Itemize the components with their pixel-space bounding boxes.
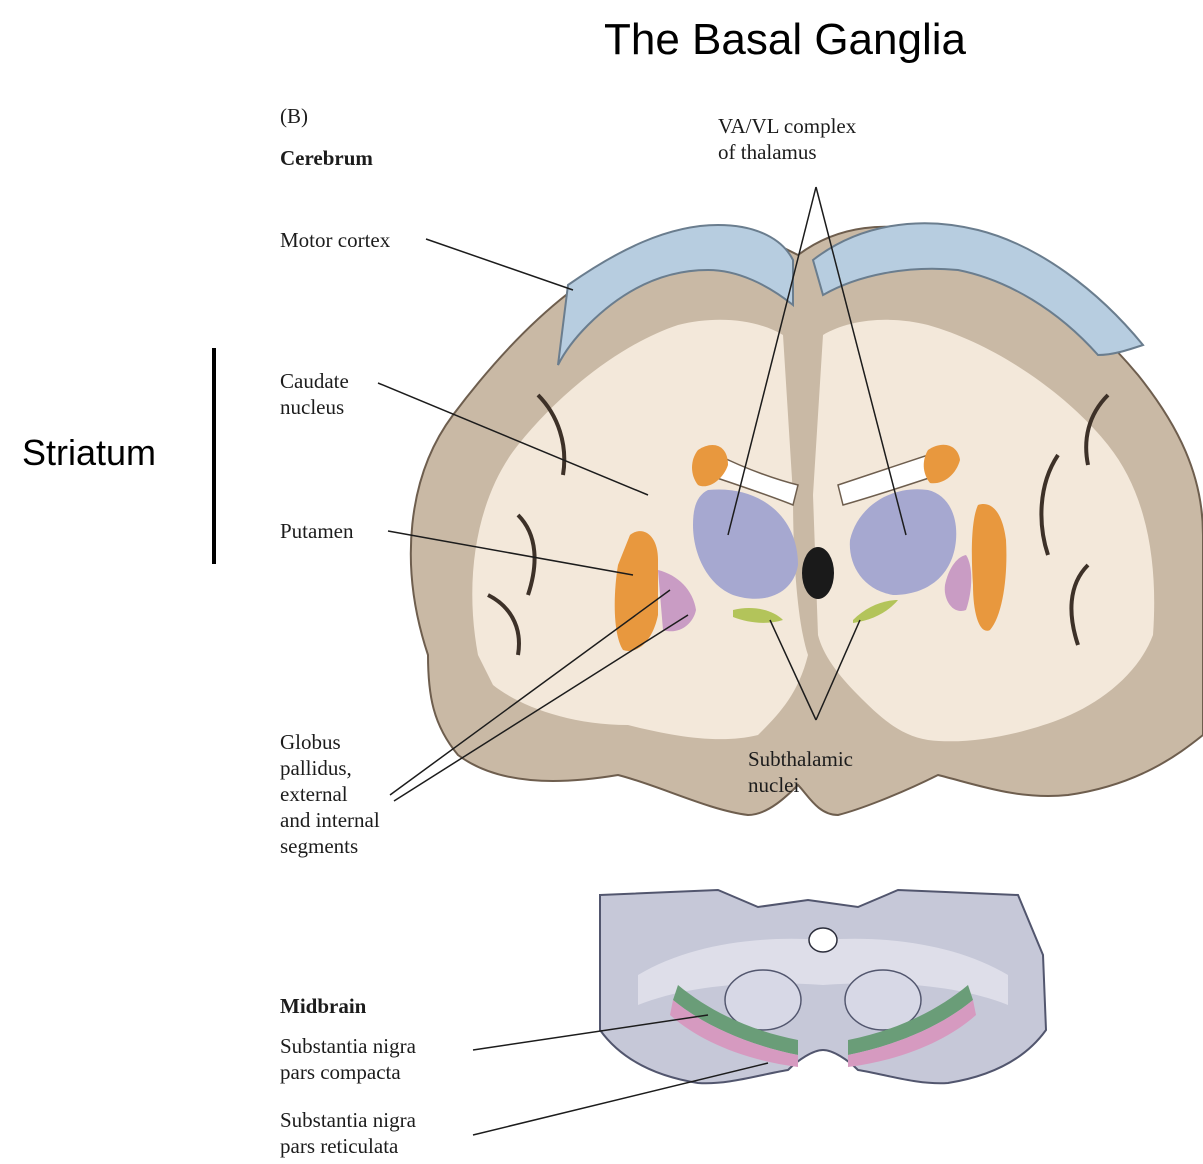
aqueduct [809, 928, 837, 952]
globus-pallidus-label: Globus pallidus, external and internal s… [280, 729, 380, 859]
nigra-compacta-label: Substantia nigra pars compacta [280, 1033, 416, 1085]
coronal-section [411, 223, 1203, 815]
midbrain-section [600, 890, 1046, 1083]
third-ventricle [802, 547, 834, 599]
caudate-label: Caudate nucleus [280, 368, 349, 420]
va-vl-label: VA/VL complex of thalamus [718, 113, 856, 165]
page-title: The Basal Ganglia [0, 12, 1203, 68]
nigra-reticulata-label: Substantia nigra pars reticulata [280, 1107, 416, 1159]
striatum-bracket [212, 348, 216, 564]
midbrain-heading: Midbrain [280, 993, 366, 1019]
motor-cortex-label: Motor cortex [280, 227, 390, 253]
panel-letter: (B) [280, 103, 308, 129]
subthalamic-label: Subthalamic nuclei [748, 746, 853, 798]
basal-ganglia-figure: (B) Cerebrum Motor cortex Caudate nucleu… [238, 95, 1203, 1164]
putamen-label: Putamen [280, 518, 354, 544]
brain-illustration [238, 95, 1203, 1164]
striatum-label: Striatum [22, 432, 156, 474]
cerebrum-heading: Cerebrum [280, 145, 373, 171]
